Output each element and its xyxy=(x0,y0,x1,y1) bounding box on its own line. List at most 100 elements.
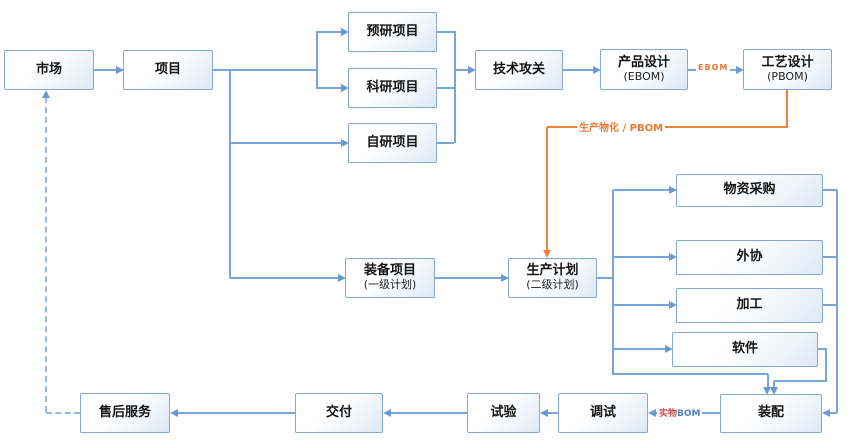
arrow-into-machining xyxy=(669,301,677,309)
node-project-label: 项目 xyxy=(154,61,181,77)
connector-plan-assembly-drop xyxy=(767,374,769,388)
node-self-research-project: 自研项目 xyxy=(348,123,437,163)
connector-to-software xyxy=(613,348,665,350)
edge-label-physical-bom: 实物BOM xyxy=(657,406,703,419)
connector-production-split xyxy=(612,190,614,374)
node-product-design-label: 产品设计 xyxy=(617,54,670,70)
node-assembly: 装配 xyxy=(720,394,822,433)
node-technical-tackling: 技术攻关 xyxy=(475,50,563,90)
node-testing: 试验 xyxy=(467,393,540,433)
connector-machining-out xyxy=(823,304,837,306)
arrow-into-delivery xyxy=(383,409,391,417)
arrow-into-process-design xyxy=(736,66,744,74)
node-outsourcing: 外协 xyxy=(676,240,823,275)
connector-equipment-production-plan xyxy=(435,277,501,279)
node-production-plan: 生产计划 (二级计划) xyxy=(508,258,597,298)
connector-plan-to-assembly xyxy=(612,373,768,375)
node-material-procurement: 物资采购 xyxy=(676,174,823,207)
node-pre-research-project: 预研项目 xyxy=(348,12,437,52)
arrow-into-testing xyxy=(540,409,548,417)
arrow-into-self-research xyxy=(341,139,349,147)
arrow-into-market xyxy=(42,90,50,98)
connector-market-project xyxy=(94,69,123,71)
node-production-plan-sublabel: (二级计划) xyxy=(526,278,579,292)
arrow-into-scientific-research xyxy=(341,84,349,92)
connector-to-self-research xyxy=(230,142,341,144)
connector-to-technical-tackling xyxy=(454,69,468,71)
connector-to-procurement xyxy=(613,189,669,191)
connector-software-to-assembly xyxy=(774,380,827,382)
connector-scientific-research-out xyxy=(437,87,454,89)
connector-software-out xyxy=(818,348,827,350)
connector-pre-research-out xyxy=(437,31,454,33)
arrow-into-technical-tackling xyxy=(468,66,476,74)
node-technical-tackling-label: 技术攻关 xyxy=(492,61,545,77)
connector-outsourcing-out xyxy=(823,256,837,258)
arrow-into-assembly-top-left xyxy=(763,387,771,395)
connector-feedback-vertical xyxy=(45,97,47,412)
arrow-into-assembly-top-right xyxy=(770,387,778,395)
connector-software-assembly-drop xyxy=(773,381,775,388)
connector-software-down xyxy=(825,348,827,382)
node-market-label: 市场 xyxy=(35,61,62,77)
node-process-design-label: 工艺设计 xyxy=(761,54,814,70)
node-scientific-research-project: 科研项目 xyxy=(348,68,437,108)
edge-label-physical-bom-en: BOM xyxy=(677,409,701,419)
node-machining-label: 加工 xyxy=(736,297,763,313)
node-pre-research-label: 预研项目 xyxy=(366,23,419,39)
connector-to-scientific-research xyxy=(318,87,341,89)
node-project: 项目 xyxy=(123,50,213,90)
connector-collector-assembly xyxy=(830,412,837,414)
connector-project-trunk xyxy=(229,69,231,278)
connector-delivery-after-sales xyxy=(178,412,295,414)
edge-label-physical-bom-cn: 实物 xyxy=(659,409,678,419)
arrow-into-pre-research xyxy=(341,28,349,36)
arrow-into-outsourcing xyxy=(669,253,677,261)
arrow-into-procurement xyxy=(669,186,677,194)
arrow-into-assembly-right xyxy=(822,409,830,417)
node-process-design: 工艺设计 (PBOM) xyxy=(743,49,832,90)
connector-right-collector xyxy=(836,190,838,413)
connector-research-merge xyxy=(454,31,456,143)
arrow-into-software xyxy=(665,345,673,353)
connector-pbom-down xyxy=(786,90,788,127)
node-debugging-label: 调试 xyxy=(589,404,616,420)
node-machining: 加工 xyxy=(676,288,823,323)
node-assembly-label: 装配 xyxy=(757,405,784,421)
connector-production-plan-out xyxy=(597,277,613,279)
arrow-into-debugging xyxy=(648,409,656,417)
node-equipment-project-sublabel: (一级计划) xyxy=(363,278,417,292)
connector-research-split xyxy=(316,31,318,89)
node-after-sales-label: 售后服务 xyxy=(98,404,151,420)
node-scientific-research-label: 科研项目 xyxy=(366,79,419,95)
node-production-plan-label: 生产计划 xyxy=(526,263,579,279)
connector-feedback-horizontal xyxy=(46,412,80,414)
connector-to-outsourcing xyxy=(613,256,669,258)
edge-label-ebom: EBOM xyxy=(696,63,731,72)
node-equipment-project: 装备项目 (一级计划) xyxy=(345,258,435,298)
connector-debugging-testing xyxy=(548,412,558,414)
arrow-into-production-plan xyxy=(501,274,509,282)
connector-procurement-out xyxy=(823,189,837,191)
arrow-into-after-sales xyxy=(170,409,178,417)
connector-self-research-out xyxy=(437,142,454,144)
connector-to-equipment-project xyxy=(230,277,338,279)
node-software: 软件 xyxy=(672,332,818,367)
connector-testing-delivery xyxy=(391,412,467,414)
connector-to-machining xyxy=(613,304,669,306)
node-outsourcing-label: 外协 xyxy=(736,249,763,265)
node-material-procurement-label: 物资采购 xyxy=(723,182,776,198)
node-testing-label: 试验 xyxy=(490,404,517,420)
edge-label-production-materialization: 生产物化 / PBOM xyxy=(577,119,666,134)
node-equipment-project-label: 装备项目 xyxy=(363,263,416,279)
connector-pbom-across xyxy=(547,126,788,128)
node-process-design-sublabel: (PBOM) xyxy=(767,69,808,83)
node-software-label: 软件 xyxy=(731,341,758,357)
node-market: 市场 xyxy=(4,50,94,90)
node-after-sales-service: 售后服务 xyxy=(80,393,170,433)
arrow-into-equipment-project xyxy=(338,274,346,282)
node-product-design: 产品设计 (EBOM) xyxy=(600,49,688,90)
arrow-into-project xyxy=(116,66,124,74)
node-self-research-label: 自研项目 xyxy=(366,134,419,150)
